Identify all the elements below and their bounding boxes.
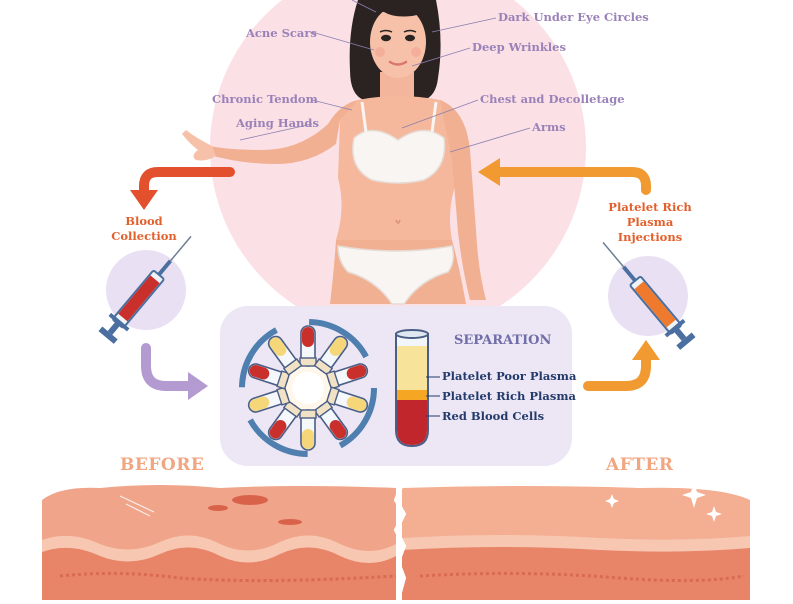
label-prp-injections-line1: Platelet Rich: [608, 200, 692, 214]
centrifuge: [239, 319, 377, 457]
label-arms: Arms: [532, 120, 566, 134]
layer-platelet-poor: Platelet Poor Plasma: [442, 369, 577, 383]
label-after: AFTER: [606, 455, 674, 475]
centrifuge-tube: [299, 409, 317, 451]
centrifuge-tube: [313, 400, 349, 441]
label-deep-wrinkles: Deep Wrinkles: [472, 40, 566, 54]
label-dark-under-eye: Dark Under Eye Circles: [498, 10, 649, 24]
syringe-collection: [98, 235, 192, 344]
underwear: [337, 245, 455, 305]
skin-after: [402, 482, 750, 600]
centrifuge-tube: [313, 335, 349, 376]
arrow-to-collection: [139, 167, 235, 201]
arrow-to-separation: [141, 343, 197, 391]
centrifuge-tube: [299, 325, 317, 367]
label-before: BEFORE: [120, 455, 205, 475]
label-blood-collection-line2: Collection: [111, 229, 177, 243]
layer-red-blood-cells: Red Blood Cells: [442, 409, 545, 423]
label-aging-hands: Aging Hands: [236, 116, 319, 130]
centrifuge-tube: [247, 386, 291, 413]
label-prp-injections-line3: Injections: [617, 230, 683, 244]
centrifuge-tube: [267, 400, 303, 441]
arrow-from-injection: [491, 167, 651, 195]
centrifuge-tube: [247, 363, 291, 390]
layer-platelet-rich: Platelet Rich Plasma: [442, 389, 576, 403]
label-chest: Chest and Decolletage: [480, 92, 625, 106]
label-pointers: [239, 0, 531, 153]
separation-pointers: [426, 376, 440, 417]
centrifuge-tube: [267, 335, 303, 376]
centrifuge-tube: [325, 363, 369, 390]
hand: [182, 130, 216, 161]
woman-figure: [182, 0, 486, 305]
label-prp-injections: Platelet Rich Plasma Injections: [600, 200, 700, 245]
bra: [352, 129, 446, 184]
label-blood-collection: Blood Collection: [104, 214, 184, 244]
test-tube: [395, 329, 429, 448]
label-blood-collection-line1: Blood: [125, 214, 163, 228]
divider-crack: [393, 483, 407, 601]
skin-before: [42, 485, 397, 600]
label-acne-scars: Acne Scars: [246, 26, 317, 40]
syringe-injection: [602, 241, 696, 350]
label-prp-injections-line2: Plasma: [626, 215, 674, 229]
centrifuge-tube: [325, 386, 369, 413]
arrow-to-injection: [583, 353, 651, 391]
label-chronic-tendom: Chronic Tendom: [212, 92, 318, 106]
separation-title: SEPARATION: [454, 333, 552, 348]
face: [370, 6, 426, 78]
